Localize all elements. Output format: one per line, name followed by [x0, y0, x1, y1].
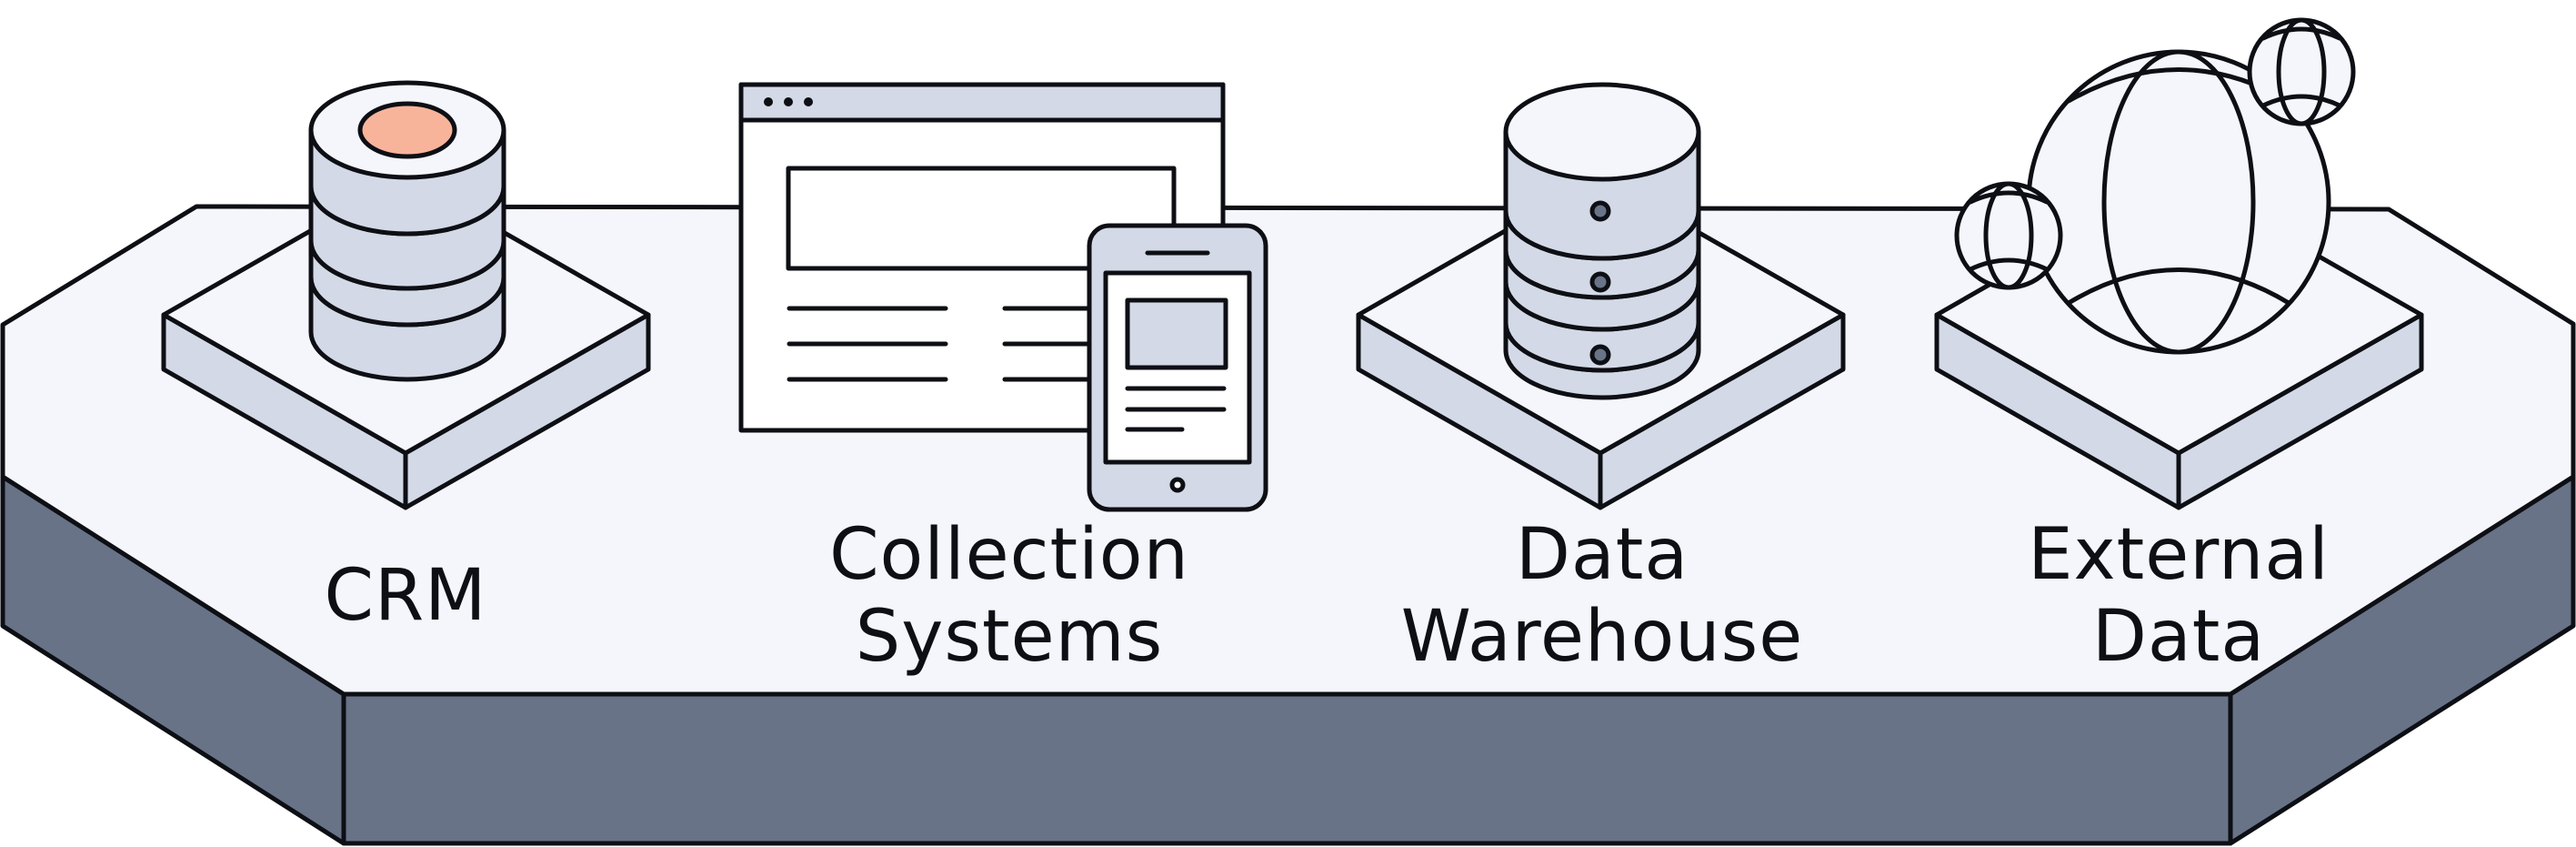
node-label-external-data: External Data — [2028, 514, 2330, 678]
node-label-data-warehouse: Data Warehouse — [1401, 514, 1804, 678]
database-stack-icon — [1503, 82, 1701, 400]
label-line: Data — [2092, 596, 2265, 678]
platform-side-front — [341, 691, 2233, 846]
small-globe-icon-right — [2247, 17, 2356, 126]
node-label-crm: CRM — [325, 555, 487, 637]
label-line: CRM — [325, 555, 487, 637]
node-label-collection-systems: Collection Systems — [829, 514, 1189, 678]
label-line: Systems — [856, 596, 1164, 678]
label-line: External — [2028, 514, 2330, 596]
small-globe-icon-left — [1954, 181, 2063, 290]
label-line: Data — [1516, 514, 1689, 596]
tablet-icon — [1087, 223, 1268, 512]
database-icon — [308, 80, 506, 382]
label-line: Collection — [829, 514, 1189, 596]
label-line: Warehouse — [1401, 596, 1804, 678]
